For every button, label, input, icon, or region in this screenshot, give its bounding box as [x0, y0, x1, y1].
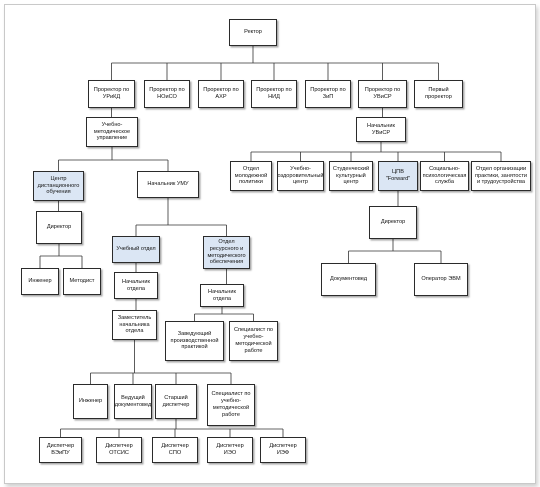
node-head-production-practice: Заведующий производственной практикой — [165, 321, 224, 361]
node-dispatcher-veipu: Диспетчер ВЭиПУ — [39, 437, 82, 463]
node-prorector-nid: Проректор по НИД — [251, 80, 297, 108]
node-resource-method-dept: Отдел ресурсного и методического обеспеч… — [203, 236, 250, 269]
node-director-cpv: Директор — [369, 206, 417, 239]
node-engineer: Инженер — [73, 384, 108, 419]
node-head-umu: Начальник УМУ — [137, 171, 199, 198]
node-prorector-uvisr: Проректор по УВиСР — [358, 80, 407, 108]
node-youth-policy-dept: Отдел молодежной политики — [230, 161, 272, 191]
node-director-cdo: Директор — [36, 211, 82, 244]
node-methodical-specialist-1: Специалист по учебно-методической работе — [229, 321, 278, 361]
node-methodical-specialist-2: Специалист по учебно-методической работе — [207, 384, 255, 426]
node-dispatcher-spo: Диспетчер СПО — [152, 437, 198, 463]
node-head-academic-dept: Начальник отдела — [114, 272, 158, 299]
node-engineer-cdo: Инженер — [21, 268, 59, 295]
node-dispatcher-ief: Диспетчер ИЭФ — [260, 437, 306, 463]
node-academic-dept: Учебный отдел — [112, 236, 160, 263]
node-head-uvisr: Начальник УВиСР — [356, 117, 406, 142]
node-methodist: Методист — [63, 268, 101, 295]
node-health-center: Учебно-оздоровительный центр — [277, 161, 324, 191]
node-document-specialist: Документовед — [321, 263, 376, 296]
node-rector: Ректор — [229, 19, 277, 46]
node-first-prorector: Первый проректор — [414, 80, 463, 108]
node-dispatcher-ieo: Диспетчер ИЭО — [207, 437, 253, 463]
node-computer-operator: Оператор ЭВМ — [414, 263, 468, 296]
node-prorector-ahr: Проректор по АХР — [198, 80, 244, 108]
node-practice-employment-dept: Отдел организации практики, занятости и … — [471, 161, 531, 191]
node-cpv-forward: ЦПВ "Forward" — [378, 161, 418, 191]
node-student-culture-center: Студенческий культурный центр — [329, 161, 373, 191]
node-prorector-noiso: Проректор по НОиСО — [144, 80, 190, 108]
node-deputy-head: Заместитель начальника отдела — [112, 310, 157, 340]
node-senior-dispatcher: Старший диспетчер — [155, 384, 197, 419]
node-lead-document-specialist: Ведущий документовед — [114, 384, 152, 419]
node-umu: Учебно-методическое управление — [86, 117, 138, 147]
node-distance-learning-center: Центр дистанционного обучения — [33, 171, 84, 201]
node-head-resource-dept: Начальник отдела — [200, 284, 244, 307]
node-prorector-urikd: Проректор по УРиКД — [88, 80, 135, 108]
node-dispatcher-otsis: Диспетчер ОТСИС — [96, 437, 142, 463]
node-social-psych-service: Социально-психологическая служба — [420, 161, 469, 191]
node-prorector-zip: Проректор по ЗиП — [305, 80, 351, 108]
